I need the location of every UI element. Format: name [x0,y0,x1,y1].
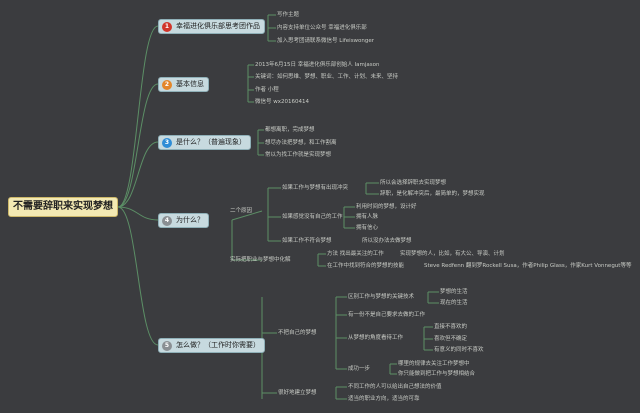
topic-label: 怎么做？（工作时你需要） [176,341,260,349]
reason-detail[interactable]: 所以会选择辞职去实现梦想 [380,180,447,186]
topic-2[interactable]: 2 基本信息 [158,77,209,92]
number-badge-2: 2 [162,80,172,90]
how-item[interactable]: 不同工作的人可以给出自己想法的价值 [348,384,442,390]
number-badge-4: 4 [162,216,172,226]
reason-item[interactable]: 如果感觉没有自己的工作 [282,214,343,220]
topic-label: 为什么？ [176,216,204,224]
strategy-item[interactable]: 在工作中找到符合的梦想的技能 [327,263,405,269]
how-detail[interactable]: 喜欢但不确定 [434,336,468,342]
number-badge-1: 1 [162,22,172,32]
how-detail[interactable]: 你只能做到把工作与梦想相结合 [398,371,476,377]
how-item[interactable]: 适当的职业方向，适当的可靠 [348,396,420,402]
topic-5[interactable]: 5 怎么做？（工作时你需要） [158,338,265,353]
topic-4-reasons[interactable]: 二个原因 [230,208,253,214]
how-item[interactable]: 区别工作与梦想的关键技术 [348,294,415,300]
topic-2-item[interactable]: 关键词：如何思维、梦想、职业、工作、计划、未来、坚持 [255,74,399,80]
how-branch-1[interactable]: 不把自己的梦想 [278,330,317,336]
how-detail[interactable]: 直接不喜欢的 [434,324,468,330]
topic-label: 幸福进化俱乐部思考团作品 [176,22,260,30]
topic-label: 是什么？（普遍现象） [176,138,246,146]
root-topic[interactable]: 不需要辞职来实现梦想 [8,197,118,217]
topic-3-item[interactable]: 常以为找工作就是实现梦想 [265,152,332,158]
root-connector [117,141,159,208]
reason-detail[interactable]: 所以没办法去做梦想 [362,238,412,244]
strategy-item[interactable]: 方法 找出最关注的工作 [327,251,384,257]
topic-label: 基本信息 [176,80,204,88]
root-connector [117,25,159,208]
topic-1-item[interactable]: 加入思考团请联系微信号 Lifeiswonger [277,38,375,44]
how-item[interactable]: 有一份不是自己要求去做的工作 [348,312,426,318]
how-item[interactable]: 成功一步 [348,366,371,372]
topic-2-item[interactable]: 微信号 wx20160414 [255,99,309,105]
reason-detail[interactable]: 拥有信心 [356,225,379,231]
topic-3-item[interactable]: 想尽办法把梦想，和工作割离 [265,140,337,146]
reason-detail[interactable]: 辞职，是化解冲突后，最简单的，梦想实现 [380,191,485,197]
topic-1[interactable]: 1 幸福进化俱乐部思考团作品 [158,19,265,34]
bracket-line [231,220,262,261]
strategy-detail[interactable]: 实现梦想的人，比如，有大公、导演、计划 [400,251,505,257]
topic-3[interactable]: 3 是什么？（普遍现象） [158,135,251,150]
topic-4[interactable]: 4 为什么？ [158,213,209,228]
topic-2-item[interactable]: 作者 小程 [255,87,279,93]
topic-3-item[interactable]: 都想离职，完成梦想 [265,127,315,133]
reason-detail[interactable]: 利用时间的梦想，设计好 [356,204,417,210]
how-detail[interactable]: 哪里的规律去关注工作梦想中 [398,361,470,367]
number-badge-3: 3 [162,138,172,148]
reason-item[interactable]: 如果工作不符合梦想 [282,238,332,244]
reason-detail[interactable]: 拥有人脉 [356,214,379,220]
root-connector [117,206,159,346]
how-detail[interactable]: 现在的生活 [440,300,468,306]
strategy-label[interactable]: 实际把职业与梦想中化解 [230,257,291,263]
topic-2-item[interactable]: 2013年6月15日 幸福进化俱乐部创始人 Iamjason [255,62,380,68]
reason-item[interactable]: 如果工作与梦想有出现冲突 [282,185,349,191]
how-detail[interactable]: 有意义的同时不喜欢 [434,347,484,353]
how-item[interactable]: 从梦想的角度看待工作 [348,335,404,341]
how-detail[interactable]: 梦想的生活 [440,289,468,295]
bracket-line [231,210,263,221]
root-connector [117,83,159,208]
topic-1-item[interactable]: 内容支持单位公众号 幸福进化俱乐部 [277,25,367,31]
root-connector [117,206,159,221]
how-branch-2[interactable]: 很好地建立梦想 [278,390,317,396]
number-badge-5: 5 [162,341,172,351]
topic-1-item[interactable]: 写作主题 [277,12,300,18]
strategy-detail[interactable]: Steve Redfenn 翻到罗Rockell Susa，作者Philip G… [424,263,632,269]
